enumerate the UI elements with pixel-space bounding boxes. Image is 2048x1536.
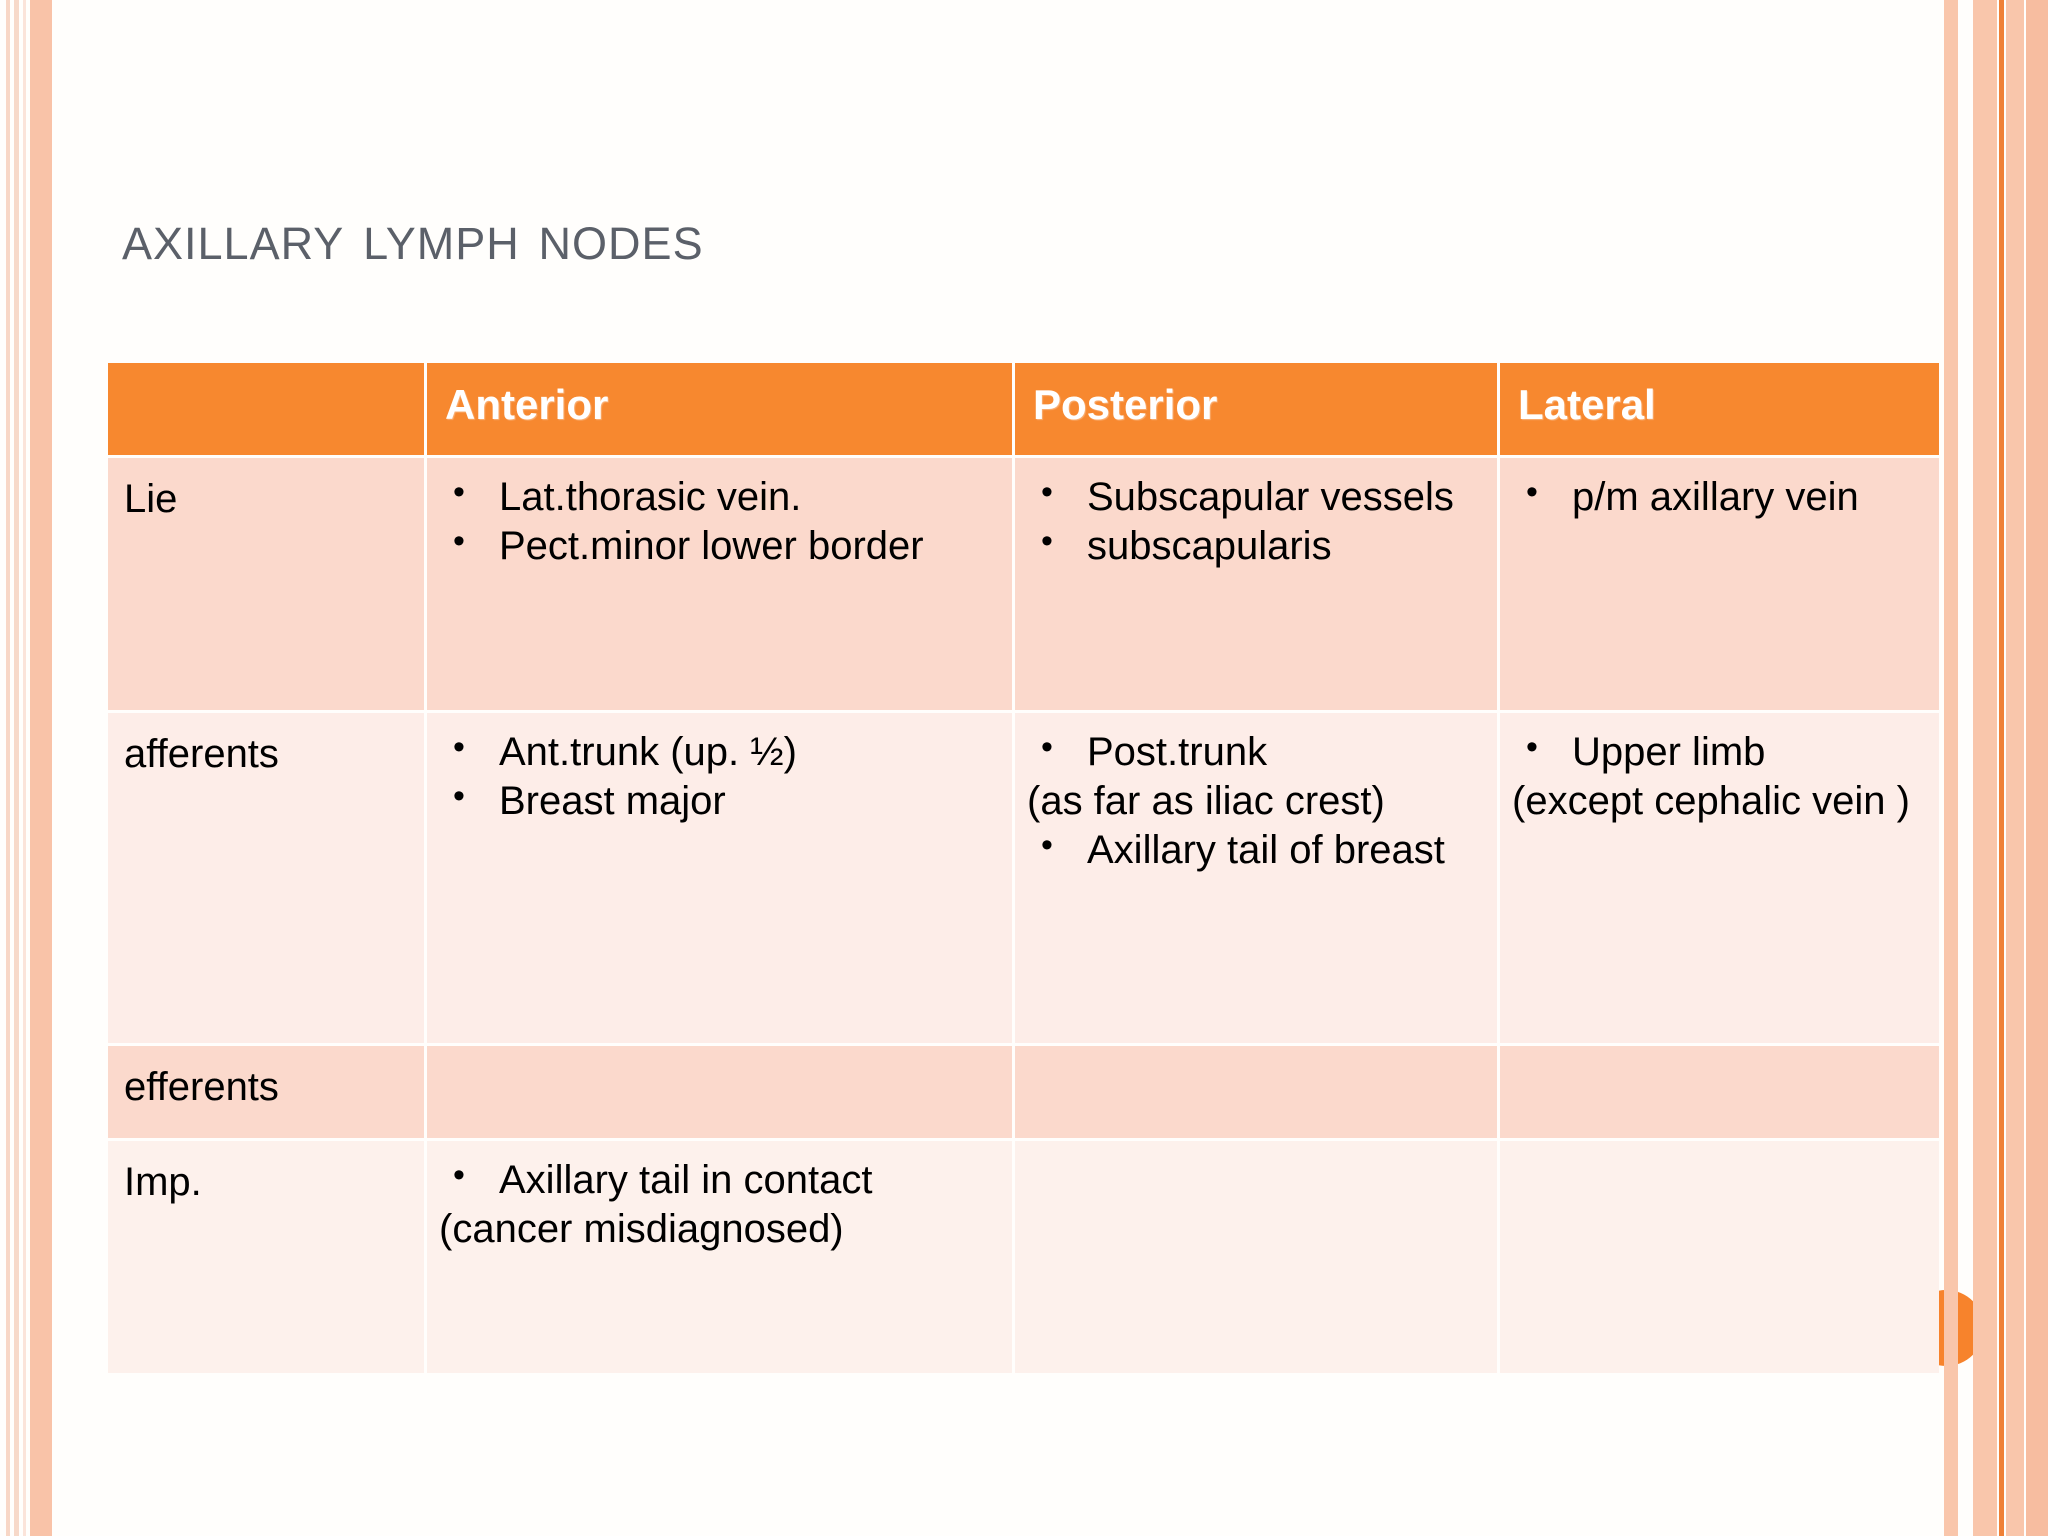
right-stripe-3 — [1999, 0, 2004, 1536]
table-row: Imp. Axillary tail in contact (cancer mi… — [108, 1141, 1939, 1373]
cell-lie-lateral: p/m axillary vein — [1500, 458, 1939, 710]
row-label-cell-efferents: efferents — [108, 1046, 424, 1138]
list-item: subscapularis — [1027, 521, 1487, 570]
list-item-continuation: (except cephalic vein ) — [1512, 779, 1910, 824]
header-label-lateral: Lateral — [1518, 381, 1656, 428]
left-stripe-1 — [6, 0, 10, 1536]
right-stripe-5 — [2026, 0, 2048, 1536]
row-label-afferents: afferents — [124, 732, 279, 776]
list-item: Post.trunk — [1027, 727, 1487, 776]
header-cell-lateral: Lateral — [1500, 363, 1939, 455]
row-label-cell-imp: Imp. — [108, 1141, 424, 1373]
table-row: efferents — [108, 1046, 1939, 1138]
row-label-cell-afferents: afferents — [108, 713, 424, 1043]
header-label-posterior: Posterior — [1033, 381, 1218, 428]
left-stripe-3 — [23, 0, 26, 1536]
header-label-anterior: Anterior — [445, 381, 609, 428]
cell-afferents-anterior: Ant.trunk (up. ½) Breast major — [427, 713, 1012, 1043]
cell-imp-lateral — [1500, 1141, 1939, 1373]
header-cell-blank — [108, 363, 424, 455]
cell-lie-anterior: Lat.thorasic vein. Pect.minor lower bord… — [427, 458, 1012, 710]
right-stripe-2 — [1973, 0, 1997, 1536]
table-body: Lie Lat.thorasic vein. Pect.minor lower … — [108, 458, 1939, 1373]
header-cell-anterior: Anterior — [427, 363, 1012, 455]
cell-afferents-posterior: Post.trunk (as far as iliac crest) Axill… — [1015, 713, 1497, 1043]
table-row: Lie Lat.thorasic vein. Pect.minor lower … — [108, 458, 1939, 710]
list-item: Upper limb — [1512, 727, 1929, 776]
list-item: Pect.minor lower border — [439, 521, 1002, 570]
bullet-list: Axillary tail in contact (cancer misdiag… — [439, 1155, 1002, 1253]
list-item: Axillary tail in contact — [439, 1155, 1002, 1204]
page-title: Axillary lymph nodes — [122, 201, 704, 273]
table-row: afferents Ant.trunk (up. ½) Breast major — [108, 713, 1939, 1043]
bullet-list: Subscapular vessels subscapularis — [1027, 472, 1487, 570]
lymph-node-table-wrapper: Anterior Posterior Lateral Lie — [105, 360, 1939, 1376]
bullet-list: Ant.trunk (up. ½) Breast major — [439, 727, 1002, 825]
cell-efferents-posterior — [1015, 1046, 1497, 1138]
bullet-list: p/m axillary vein — [1512, 472, 1929, 521]
right-stripe-4 — [2006, 0, 2024, 1536]
bullet-list: Lat.thorasic vein. Pect.minor lower bord… — [439, 472, 1002, 570]
header-cell-posterior: Posterior — [1015, 363, 1497, 455]
list-item: Subscapular vessels — [1027, 472, 1487, 521]
list-item-continuation: (as far as iliac crest) — [1027, 779, 1385, 824]
right-stripe-1 — [1944, 0, 1958, 1536]
list-item-continuation: (cancer misdiagnosed) — [439, 1207, 844, 1252]
row-label-cell-lie: Lie — [108, 458, 424, 710]
list-item: p/m axillary vein — [1512, 472, 1929, 521]
row-label-lie: Lie — [124, 477, 178, 521]
row-label-efferents: efferents — [124, 1065, 279, 1109]
cell-afferents-lateral: Upper limb (except cephalic vein ) — [1500, 713, 1939, 1043]
cell-lie-posterior: Subscapular vessels subscapularis — [1015, 458, 1497, 710]
header-row: Anterior Posterior Lateral — [108, 363, 1939, 455]
lymph-node-table: Anterior Posterior Lateral Lie — [105, 360, 1942, 1376]
list-item: Ant.trunk (up. ½) — [439, 727, 1002, 776]
left-stripe-4 — [30, 0, 52, 1536]
bullet-list: Upper limb (except cephalic vein ) — [1512, 727, 1929, 825]
left-stripe-2 — [14, 0, 19, 1536]
bullet-list: Post.trunk (as far as iliac crest) Axill… — [1027, 727, 1487, 875]
cell-efferents-anterior — [427, 1046, 1012, 1138]
cell-efferents-lateral — [1500, 1046, 1939, 1138]
cell-imp-anterior: Axillary tail in contact (cancer misdiag… — [427, 1141, 1012, 1373]
row-label-imp: Imp. — [124, 1160, 202, 1204]
header-label-blank — [108, 363, 424, 383]
cell-imp-posterior — [1015, 1141, 1497, 1373]
list-item: Axillary tail of breast — [1027, 825, 1487, 874]
list-item: Breast major — [439, 776, 1002, 825]
list-item: Lat.thorasic vein. — [439, 472, 1002, 521]
table-header: Anterior Posterior Lateral — [108, 363, 1939, 455]
